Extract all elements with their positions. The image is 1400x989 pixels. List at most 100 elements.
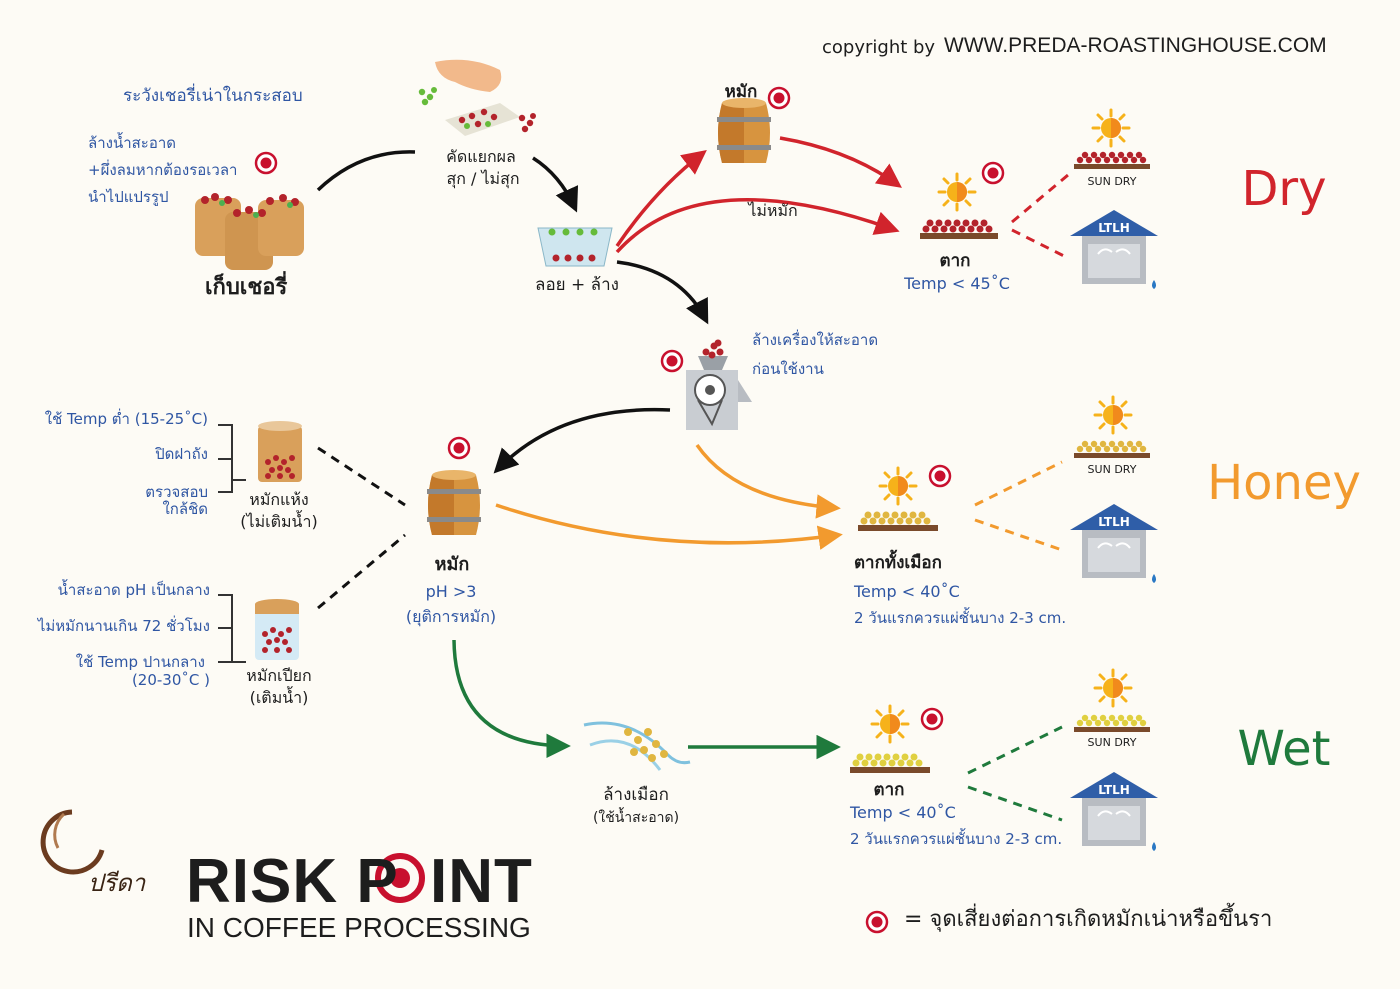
house-label: LTLH: [1098, 783, 1130, 797]
risk-point-icon: [981, 161, 1005, 185]
float-label: ลอย + ล้าง: [535, 275, 619, 295]
wash-label: ล้างเมือก: [603, 785, 669, 805]
wet-ferment-note: (20-30˚C ): [131, 671, 210, 689]
sort-label: สุก / ไม่สุก: [446, 169, 520, 188]
dry-ferment-note: ปิดฝาถัง: [155, 445, 208, 463]
dry-ferment-label: หมักแห้ง: [249, 490, 309, 509]
flow-arrow: [615, 198, 900, 254]
flow-line: [1011, 173, 1069, 224]
honey-drying-label: ตากทั้งเมือก: [854, 553, 942, 573]
flow-arrow: [616, 260, 709, 325]
harvest-label: เก็บเชอรี่: [205, 275, 288, 300]
flow-arrow: [316, 150, 416, 192]
wet-title: Wet: [1237, 721, 1331, 777]
harvest-warning-line: +ผึ่งลมหากต้องรอเวลา: [88, 161, 238, 179]
ph-label: pH >3: [425, 582, 477, 601]
legend-risk-icon: [865, 910, 889, 934]
wet-ferment-note: น้ำสะอาด pH เป็นกลาง: [57, 581, 210, 599]
wet-ferment-label: หมักเปียก: [246, 666, 312, 685]
wet-ferment-note: ใช้ Temp ปานกลาง: [75, 653, 205, 671]
honey-drying-bed-icon: [858, 511, 938, 531]
harvest-warning-line: ล้างน้ำสะอาด: [88, 134, 177, 152]
flow-line: [317, 446, 406, 507]
sun-dry-label: SUN DRY: [1087, 175, 1137, 188]
risk-point-icon: [767, 86, 791, 110]
honey-title: Honey: [1207, 455, 1361, 511]
honey-note: 2 วันแรกควรแผ่ชั้นบาง 2-3 cm.: [854, 609, 1067, 627]
sun-dry-bed-icon: [1074, 714, 1150, 732]
website-link[interactable]: WWW.PREDA-ROASTINGHOUSE.COM: [944, 34, 1327, 57]
dry-title: Dry: [1241, 161, 1327, 217]
dry-drying-label: ตาก: [939, 251, 971, 271]
preda-logo-icon: [40, 809, 105, 875]
sun-icon: [1093, 668, 1133, 708]
flow-line: [967, 785, 1063, 822]
dry-ferment-label: หมัก: [724, 82, 758, 102]
stop-ferment-label: (ยุติการหมัก): [405, 607, 497, 626]
honey-temp-label: Temp < 40˚C: [854, 582, 960, 601]
house-label: LTLH: [1098, 221, 1130, 235]
risk-point-o-icon: [375, 853, 425, 903]
dry-ferment-note: ใกล้ชิด: [162, 500, 208, 518]
flow-arrow: [495, 503, 843, 550]
title-risk-p: RISK P: [186, 847, 399, 916]
sun-icon: [1093, 395, 1133, 435]
flow-arrow: [695, 444, 841, 519]
copyright-label: copyright by: [822, 37, 936, 58]
float-tank-icon: [537, 227, 613, 267]
title-subtitle: IN COFFEE PROCESSING: [187, 912, 531, 943]
sun-icon: [937, 172, 977, 212]
wet-ferment-note: ไม่หมักนานเกิน 72 ชั่วโมง: [37, 617, 210, 635]
flow-line: [1011, 228, 1069, 260]
dry-ferment-sublabel: (ไม่เติมน้ำ): [240, 512, 318, 531]
hand-sorting-icon: [418, 59, 536, 136]
wet-drying-bed-icon: [850, 753, 930, 773]
barrel-icon: [717, 98, 771, 163]
pulper-note: ก่อนใช้งาน: [752, 360, 824, 378]
flow-line: [974, 460, 1063, 507]
harvest-warning-line: นำไปแปรรูป: [88, 188, 169, 206]
flow-arrow: [493, 407, 671, 474]
sun-icon: [870, 704, 910, 744]
risk-point-icon: [660, 349, 684, 373]
dry-ferment-note: ใช้ Temp ต่ำ (15-25˚C): [44, 410, 208, 428]
risk-point-icon: [928, 464, 952, 488]
wet-note: 2 วันแรกควรแผ่ชั้นบาง 2-3 cm.: [850, 830, 1063, 848]
sun-dry-label: SUN DRY: [1087, 736, 1137, 749]
flow-arrow: [779, 136, 902, 188]
dry-temp-label: Temp < 45˚C: [904, 274, 1010, 293]
sun-dry-bed-icon: [1074, 151, 1150, 169]
risk-point-icon: [920, 707, 944, 731]
risk-point-icon: [254, 151, 278, 175]
dry-ferment-tank-icon: [258, 421, 302, 482]
sun-dry-bed-icon: [1074, 440, 1150, 458]
cherry-sacks-icon: [195, 193, 304, 270]
sort-label: คัดแยกผล: [446, 147, 516, 166]
legend-text: = จุดเสี่ยงต่อการเกิดหมักเน่าหรือขึ้นรา: [904, 907, 1273, 932]
pulper-note: ล้างเครื่องให้สะอาด: [752, 331, 879, 349]
wet-drying-label: ตาก: [873, 780, 905, 800]
sun-dry-label: SUN DRY: [1087, 463, 1137, 476]
drying-bed-icon: [920, 219, 998, 239]
house-label: LTLH: [1098, 515, 1130, 529]
barrel-icon: [427, 470, 481, 535]
sun-icon: [1091, 108, 1131, 148]
mucilage-wash-icon: [583, 721, 691, 771]
flow-line: [317, 533, 406, 610]
dry-ferment-note: ตรวจสอบ: [145, 483, 208, 501]
flow-line: [967, 725, 1063, 775]
flow-line: [974, 518, 1063, 552]
wet-ferment-tank-icon: [255, 599, 299, 660]
wash-sublabel: (ใช้น้ำสะอาด): [592, 810, 680, 826]
logo-script: ปรีดา: [88, 869, 146, 897]
pulper-machine-icon: [686, 339, 752, 430]
flow-arrow: [532, 156, 579, 213]
risk-point-icon: [447, 436, 471, 460]
title-int: INT: [430, 847, 533, 916]
wet-ferment-sublabel: (เติมน้ำ): [249, 688, 309, 707]
dry-no-ferment-label: ไม่หมัก: [748, 201, 798, 220]
sun-icon: [878, 466, 918, 506]
harvest-warning-title: ระวังเชอรี่เน่าในกระสอบ: [123, 86, 303, 106]
flow-arrow: [615, 150, 707, 247]
